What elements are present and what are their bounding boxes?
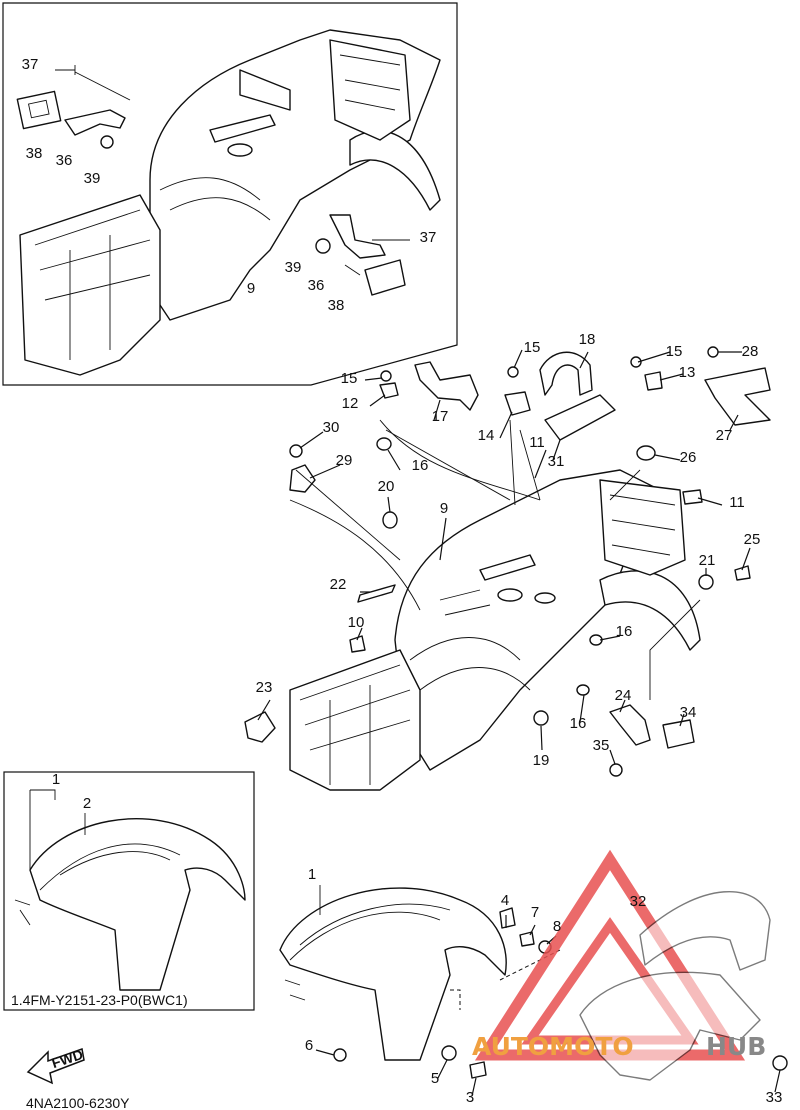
upper-inset-box bbox=[2, 2, 458, 386]
callout-14: 14 bbox=[478, 427, 495, 444]
callout-21: 21 bbox=[699, 552, 716, 569]
callout-37: 37 bbox=[420, 229, 437, 246]
callout-19: 19 bbox=[533, 752, 550, 769]
callout-16: 16 bbox=[616, 623, 633, 640]
callout-15: 15 bbox=[524, 339, 541, 356]
small-parts bbox=[244, 346, 771, 777]
callout-36: 36 bbox=[308, 277, 325, 294]
callout-1: 1 bbox=[52, 771, 60, 788]
callout-15: 15 bbox=[666, 343, 683, 360]
callout-35: 35 bbox=[593, 737, 610, 754]
rear-fender-inset-drawing bbox=[16, 29, 441, 376]
callout-39: 39 bbox=[285, 259, 302, 276]
forward-direction-arrow: FWD bbox=[26, 1046, 85, 1085]
callout-9: 9 bbox=[440, 500, 448, 517]
callout-16: 16 bbox=[570, 715, 587, 732]
callout-28: 28 bbox=[742, 343, 759, 360]
callout-16: 16 bbox=[412, 457, 429, 474]
callout-33: 33 bbox=[766, 1089, 783, 1106]
callout-2: 2 bbox=[83, 795, 91, 812]
callout-7: 7 bbox=[531, 904, 539, 921]
callout-36: 36 bbox=[56, 152, 73, 169]
callout-5: 5 bbox=[431, 1070, 439, 1087]
callout-17: 17 bbox=[432, 408, 449, 425]
callout-10: 10 bbox=[348, 614, 365, 631]
callout-30: 30 bbox=[323, 419, 340, 436]
callout-13: 13 bbox=[679, 364, 696, 381]
callout-25: 25 bbox=[744, 531, 761, 548]
callout-11: 11 bbox=[729, 494, 745, 511]
callout-32: 32 bbox=[630, 893, 647, 910]
callout-38: 38 bbox=[26, 145, 43, 162]
callout-1: 1 bbox=[308, 866, 316, 883]
callout-11: 11 bbox=[529, 434, 545, 451]
callout-9: 9 bbox=[247, 280, 255, 297]
callout-29: 29 bbox=[336, 452, 353, 469]
callout-27: 27 bbox=[716, 427, 733, 444]
callout-23: 23 bbox=[256, 679, 273, 696]
callout-39: 39 bbox=[84, 170, 101, 187]
callout-34: 34 bbox=[680, 704, 697, 721]
callout-31: 31 bbox=[548, 453, 565, 470]
callout-4: 4 bbox=[501, 892, 509, 909]
callout-15: 15 bbox=[341, 370, 358, 387]
watermark-text-hub: HUB bbox=[706, 1032, 766, 1061]
callout-3: 3 bbox=[466, 1089, 474, 1106]
callout-12: 12 bbox=[342, 395, 359, 412]
callout-24: 24 bbox=[615, 687, 632, 704]
callout-26: 26 bbox=[680, 449, 697, 466]
front-fender-main-drawing bbox=[279, 885, 561, 1097]
watermark-text-automoto: AUTOMOTO bbox=[472, 1032, 634, 1061]
fwd-label: FWD bbox=[50, 1046, 85, 1071]
callout-6: 6 bbox=[305, 1037, 313, 1054]
callout-18: 18 bbox=[579, 331, 596, 348]
front-fender-inset-box bbox=[3, 771, 255, 1011]
diagram-code: 4NA2100-6230Y bbox=[26, 1095, 130, 1110]
callout-37: 37 bbox=[22, 56, 39, 73]
callout-20: 20 bbox=[378, 478, 395, 495]
callout-38: 38 bbox=[328, 297, 345, 314]
rear-fender-main-drawing bbox=[289, 419, 701, 791]
inset-caption: 1.4FM-Y2151-23-P0(BWC1) bbox=[11, 992, 188, 1008]
callout-22: 22 bbox=[330, 576, 347, 593]
watermark: AUTOMOTO HUB bbox=[472, 849, 788, 1093]
callout-8: 8 bbox=[553, 918, 561, 935]
